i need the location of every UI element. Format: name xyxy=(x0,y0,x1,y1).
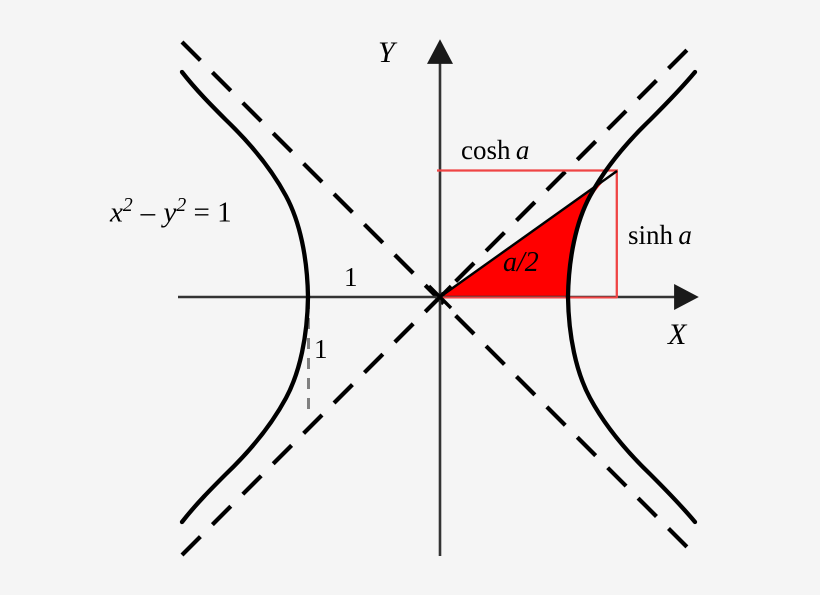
cosh-function-name: cosh xyxy=(461,135,516,165)
sector-area-label: a/2 xyxy=(503,247,539,278)
hyperbola-left-branch-upper xyxy=(179,69,311,300)
sinh-function-name: sinh xyxy=(628,220,679,250)
equation-y-term: y xyxy=(163,196,177,229)
hyperbola-right-branch-upper xyxy=(565,69,698,300)
hyperbola-left-branch-lower xyxy=(179,294,311,525)
cosh-argument: a xyxy=(515,135,530,165)
equation-x-term: x xyxy=(110,196,123,229)
x-axis-label-text: X xyxy=(668,318,687,351)
hyperbola-right-branch-lower xyxy=(565,294,698,525)
cosh-label: cosh a xyxy=(461,137,529,164)
equation-x-exponent: 2 xyxy=(122,194,133,216)
unit-label-x-axis: 1 xyxy=(344,262,358,292)
y-axis-label-text: Y xyxy=(378,36,395,69)
origin-marker xyxy=(427,284,453,310)
sector-ray-edge xyxy=(439,170,618,298)
hyperbola-equation-label: x2 – y2 = 1 xyxy=(110,194,232,229)
x-axis-label: X xyxy=(668,320,686,350)
equation-equals-one: = 1 xyxy=(186,196,232,229)
y-axis-label: Y xyxy=(378,38,395,68)
unit-label-vertical: 1 xyxy=(314,334,328,364)
equation-minus-operator: – xyxy=(132,196,164,229)
equation-y-exponent: 2 xyxy=(176,194,187,216)
sinh-label: sinh a xyxy=(628,222,692,249)
sinh-argument: a xyxy=(678,220,692,250)
